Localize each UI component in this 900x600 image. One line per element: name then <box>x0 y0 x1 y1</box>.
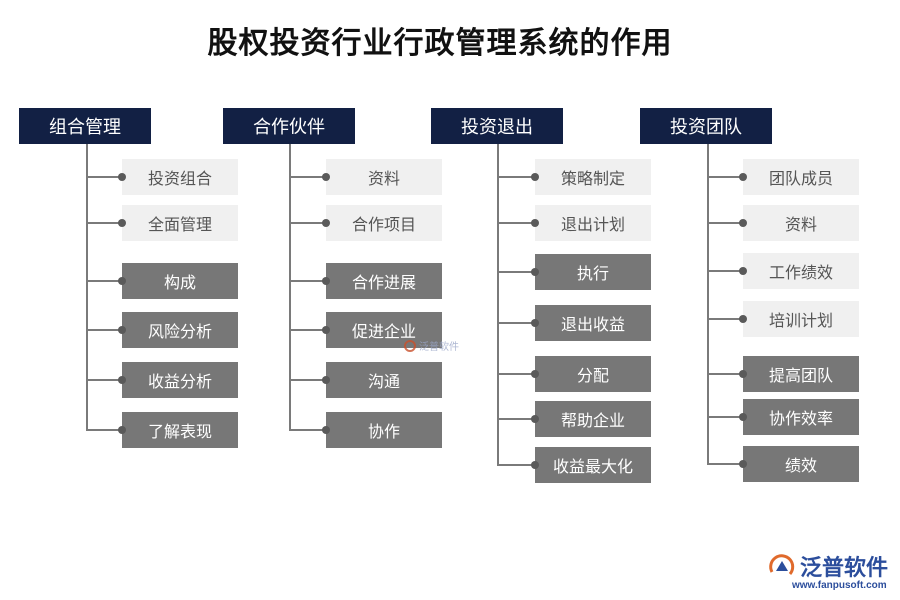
connector-branch <box>86 280 122 282</box>
connector-dot <box>739 267 747 275</box>
connector-branch <box>289 222 326 224</box>
node-box: 资料 <box>326 159 442 195</box>
node-box: 协作 <box>326 412 442 448</box>
node-box: 沟通 <box>326 362 442 398</box>
node-box: 工作绩效 <box>743 253 859 289</box>
connector-branch <box>86 222 122 224</box>
connector-dot <box>322 219 330 227</box>
connector-dot <box>531 173 539 181</box>
watermark: 泛普软件 <box>404 338 459 353</box>
node-box: 退出计划 <box>535 205 651 241</box>
node-box: 团队成员 <box>743 159 859 195</box>
connector-branch <box>707 270 743 272</box>
node-box: 协作效率 <box>743 399 859 435</box>
connector-branch <box>497 176 535 178</box>
page-title: 股权投资行业行政管理系统的作用 <box>207 26 673 61</box>
connector-dot <box>322 426 330 434</box>
connector-trunk <box>497 144 499 465</box>
node-box: 投资组合 <box>122 159 238 195</box>
connector-branch <box>289 429 326 431</box>
connector-branch <box>707 416 743 418</box>
connector-branch <box>497 464 535 466</box>
connector-dot <box>322 277 330 285</box>
connector-branch <box>497 222 535 224</box>
node-box: 培训计划 <box>743 301 859 337</box>
brand-logo-icon <box>769 554 795 575</box>
connector-branch <box>289 176 326 178</box>
connector-branch <box>707 463 743 465</box>
brand-logo: 泛普软件 <box>768 550 888 582</box>
node-box: 收益最大化 <box>535 447 651 483</box>
connector-branch <box>86 176 122 178</box>
connector-dot <box>531 370 539 378</box>
connector-dot <box>531 319 539 327</box>
connector-dot <box>118 277 126 285</box>
connector-trunk <box>289 144 291 430</box>
node-box: 合作进展 <box>326 263 442 299</box>
connector-branch <box>707 222 743 224</box>
node-box: 策略制定 <box>535 159 651 195</box>
connector-branch <box>86 329 122 331</box>
connector-dot <box>531 461 539 469</box>
connector-dot <box>322 376 330 384</box>
node-box: 促进企业 <box>326 312 442 348</box>
brand-logo-text: 泛普软件 <box>800 556 889 581</box>
connector-dot <box>739 173 747 181</box>
node-box: 全面管理 <box>122 205 238 241</box>
column-header: 合作伙伴 <box>223 108 355 144</box>
connector-branch <box>497 322 535 324</box>
column-header: 组合管理 <box>19 108 151 144</box>
connector-branch <box>707 176 743 178</box>
connector-branch <box>289 329 326 331</box>
connector-branch <box>86 429 122 431</box>
connector-dot <box>118 426 126 434</box>
connector-dot <box>739 370 747 378</box>
connector-dot <box>118 326 126 334</box>
node-box: 绩效 <box>743 446 859 482</box>
connector-branch <box>289 379 326 381</box>
node-box: 退出收益 <box>535 305 651 341</box>
connector-branch <box>707 373 743 375</box>
node-box: 风险分析 <box>122 312 238 348</box>
connector-dot <box>531 415 539 423</box>
connector-dot <box>322 326 330 334</box>
connector-dot <box>739 315 747 323</box>
node-box: 收益分析 <box>122 362 238 398</box>
node-box: 分配 <box>535 356 651 392</box>
column-header: 投资退出 <box>431 108 563 144</box>
node-box: 帮助企业 <box>535 401 651 437</box>
node-box: 构成 <box>122 263 238 299</box>
connector-trunk <box>86 144 88 430</box>
connector-branch <box>497 418 535 420</box>
watermark-text: 泛普软件 <box>419 342 459 353</box>
node-box: 合作项目 <box>326 205 442 241</box>
connector-branch <box>707 318 743 320</box>
watermark-logo-icon <box>404 339 416 352</box>
connector-branch <box>497 271 535 273</box>
node-box: 资料 <box>743 205 859 241</box>
node-box: 执行 <box>535 254 651 290</box>
connector-dot <box>739 413 747 421</box>
connector-branch <box>86 379 122 381</box>
connector-dot <box>118 219 126 227</box>
connector-branch <box>289 280 326 282</box>
connector-dot <box>531 219 539 227</box>
connector-dot <box>531 268 539 276</box>
node-box: 了解表现 <box>122 412 238 448</box>
connector-branch <box>497 373 535 375</box>
connector-dot <box>322 173 330 181</box>
column-header: 投资团队 <box>640 108 772 144</box>
connector-dot <box>118 376 126 384</box>
node-box: 提高团队 <box>743 356 859 392</box>
brand-url: www.fanpusoft.com <box>792 580 887 591</box>
connector-dot <box>739 460 747 468</box>
connector-trunk <box>707 144 709 464</box>
connector-dot <box>739 219 747 227</box>
connector-dot <box>118 173 126 181</box>
